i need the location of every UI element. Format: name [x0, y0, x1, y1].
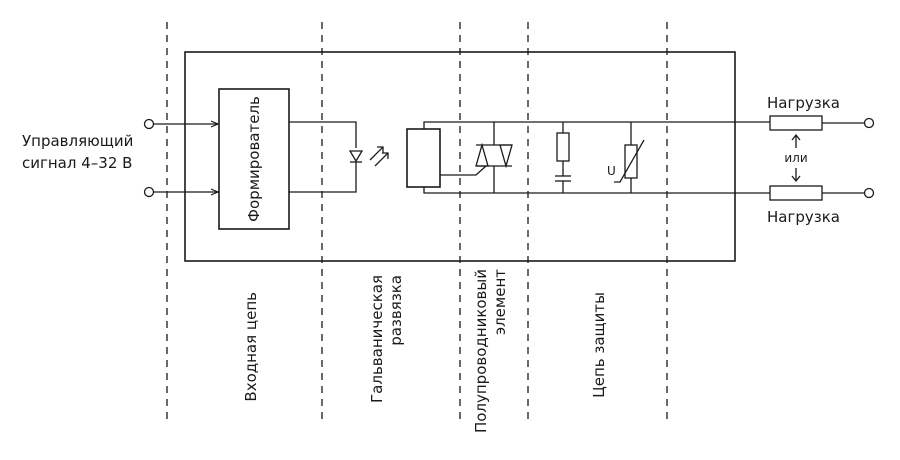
section-label-isolation-line2: развязка — [387, 275, 405, 346]
or-arrows — [791, 133, 801, 183]
shaper-block — [218, 88, 290, 230]
varistor-icon — [614, 122, 645, 193]
load-top — [769, 115, 823, 131]
input-terminal-bottom — [143, 186, 155, 198]
triac-icon — [440, 122, 513, 193]
section-label-input-circuit: Входная цепь — [242, 292, 260, 402]
varistor-label: U — [607, 164, 616, 178]
photo-receiver-block — [406, 128, 441, 188]
shaper-out-wire-bottom — [289, 162, 357, 193]
load-bottom-label: Нагрузка — [767, 208, 840, 226]
shaper-label: Формирователь — [245, 96, 263, 222]
rail-top — [423, 121, 770, 129]
section-label-protection: Цепь защиты — [590, 292, 608, 398]
led-icon — [348, 146, 389, 167]
output-terminal-bottom — [863, 187, 875, 199]
rc-snubber — [555, 122, 571, 193]
rail-bottom — [423, 187, 770, 194]
section-label-semiconductor-line2: элемент — [491, 269, 509, 335]
shaper-out-wire-top — [289, 121, 357, 148]
section-dividers — [166, 22, 668, 420]
snubber-resistor — [556, 132, 570, 162]
load-top-label: Нагрузка — [767, 94, 840, 112]
load-bottom — [769, 185, 823, 201]
device-enclosure — [184, 51, 736, 262]
input-label-line2: сигнал 4–32 В — [22, 154, 132, 172]
input-terminal-top — [143, 118, 155, 130]
section-label-isolation-line1: Гальваническая — [368, 275, 386, 403]
or-label: или — [784, 151, 807, 165]
input-label-line1: Управляющий — [22, 132, 133, 150]
section-label-semiconductor-line1: Полупроводниковый — [472, 269, 490, 433]
output-terminal-top — [863, 117, 875, 129]
